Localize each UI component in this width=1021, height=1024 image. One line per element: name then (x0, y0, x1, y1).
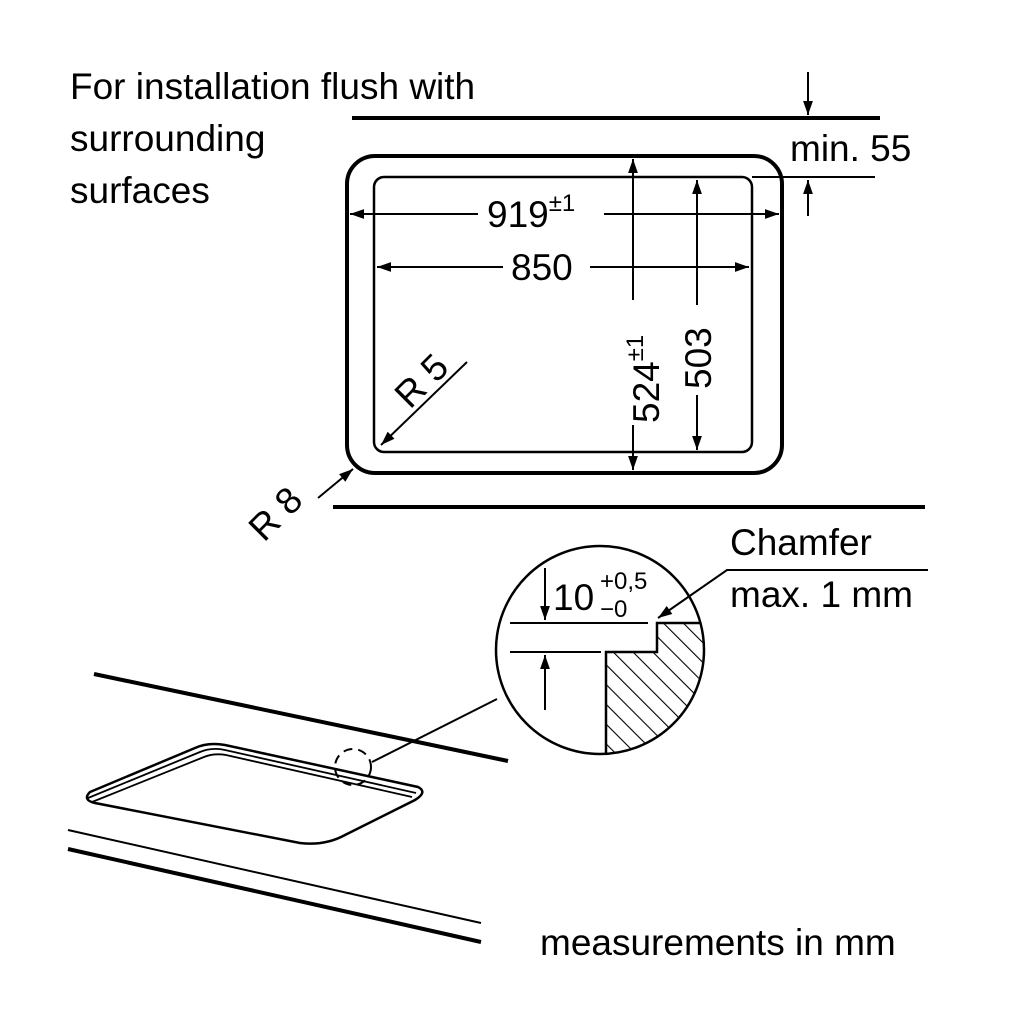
r8-leader (317, 468, 354, 499)
outer-cutout (345, 154, 784, 475)
r5-label: R 5 (387, 346, 457, 416)
note-line-1: For installation flush with (70, 66, 475, 107)
detail-leader (371, 698, 498, 763)
width-850-label: 850 (511, 247, 573, 288)
perspective-front-edge-top (67, 829, 482, 924)
detail-circle (494, 544, 706, 756)
width-919-label: 919±1 (487, 190, 575, 235)
r5-leader (380, 361, 468, 446)
depth-tol-upper: +0,5 (600, 568, 647, 595)
depth-tol-lower: −0 (600, 596, 627, 623)
depth-10-label: 10 (553, 577, 594, 618)
note-line-3: surfaces (70, 170, 210, 211)
perspective-front-edge-bottom (67, 847, 482, 944)
perspective-cutout (85, 742, 424, 845)
section-detail (510, 621, 704, 754)
r8-label: R 8 (241, 479, 311, 549)
note-line-2: surrounding (70, 118, 265, 159)
depth-503-label: 503 (678, 327, 719, 389)
chamfer-label: Chamfer (730, 522, 872, 563)
chamfer-leader (657, 569, 928, 619)
perspective-cutout-rim-inner (91, 753, 413, 803)
detail-marker-circle (334, 748, 372, 786)
depth-524-label: 524±1 (622, 335, 667, 423)
perspective-back-edge (93, 672, 509, 763)
units-note: measurements in mm (540, 922, 896, 963)
inner-cutout (372, 175, 754, 454)
perspective-cutout-rim (87, 747, 417, 799)
chamfer-value: max. 1 mm (730, 574, 913, 615)
min-gap-label: min. 55 (790, 128, 911, 169)
